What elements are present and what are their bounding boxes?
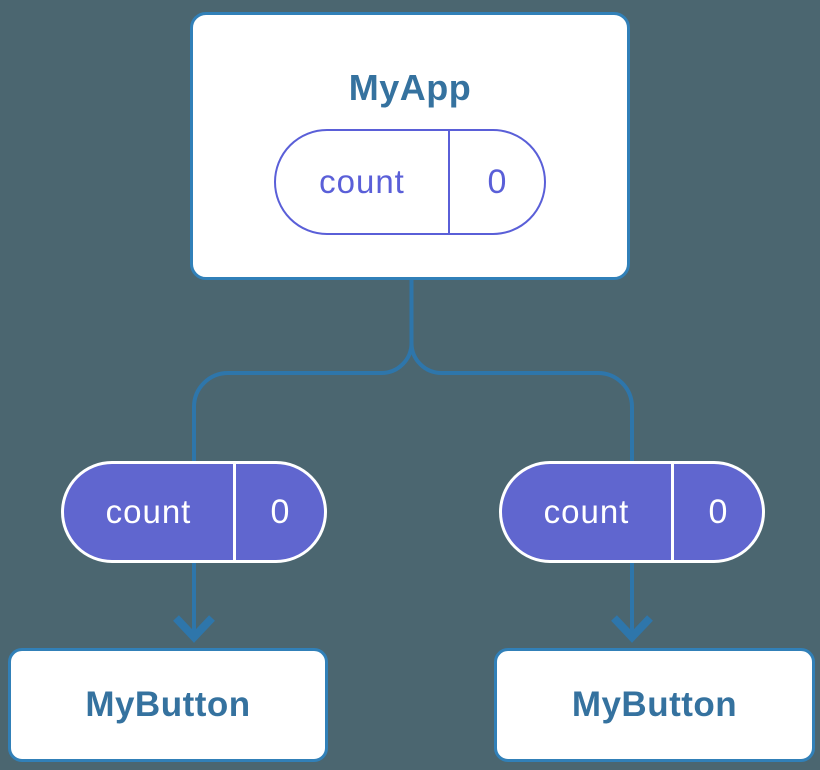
state-name-label: count bbox=[543, 493, 630, 530]
pill-divider bbox=[448, 131, 450, 233]
state-value-label: 0 bbox=[270, 492, 290, 531]
node-mybutton-right: MyButton bbox=[494, 648, 815, 762]
node-mybutton-left: MyButton bbox=[8, 648, 328, 762]
arrowhead-left-icon bbox=[173, 615, 215, 643]
node-myapp: MyApp count 0 bbox=[190, 12, 630, 280]
state-pill-myapp: count 0 bbox=[274, 129, 546, 235]
node-mybutton-right-title: MyButton bbox=[571, 685, 738, 724]
edge-right-branch bbox=[409, 342, 634, 636]
pill-divider bbox=[233, 464, 236, 560]
edge-left-branch bbox=[192, 276, 414, 636]
node-myapp-title: MyApp bbox=[348, 67, 472, 108]
arrowhead-right-icon bbox=[611, 615, 653, 643]
state-pill-left-button: count 0 bbox=[61, 461, 327, 563]
state-name-label: count bbox=[105, 493, 192, 530]
state-name-label: count bbox=[319, 163, 405, 200]
state-pill-right-button: count 0 bbox=[499, 461, 765, 563]
node-mybutton-left-title: MyButton bbox=[85, 685, 251, 724]
pill-divider bbox=[671, 464, 674, 560]
state-value-label: 0 bbox=[708, 492, 728, 531]
state-value-label: 0 bbox=[487, 162, 507, 201]
